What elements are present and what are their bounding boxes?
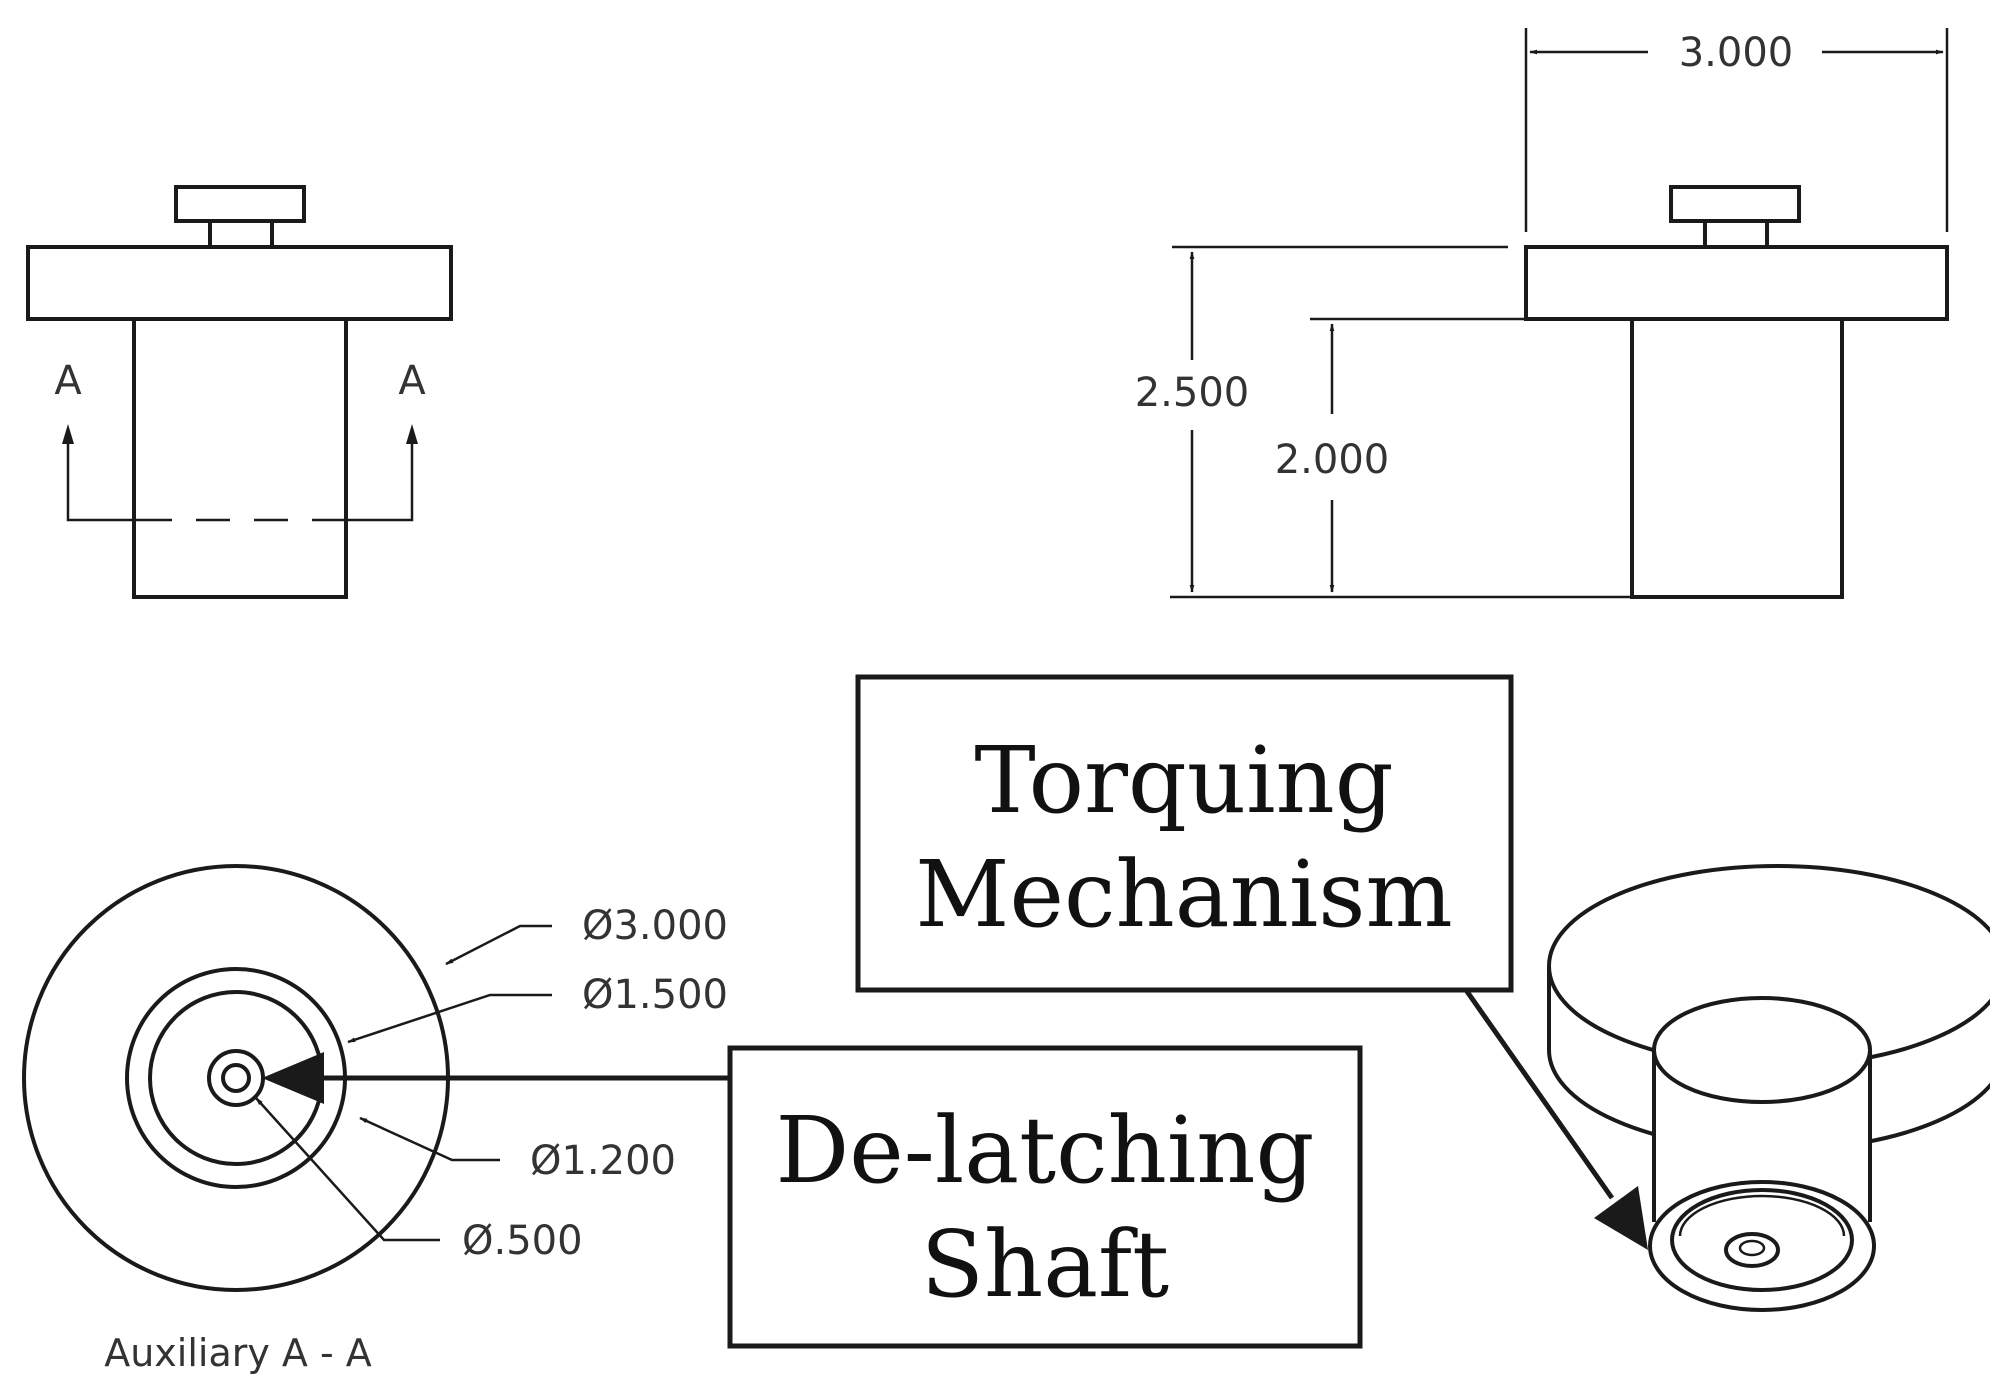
dia-body-label: Ø1.500 xyxy=(582,972,728,1018)
dia-outer-label: Ø3.000 xyxy=(582,903,728,949)
iso-body-bottom xyxy=(1648,1180,1876,1312)
dia-bore-label: Ø1.200 xyxy=(530,1138,676,1184)
width-dimension xyxy=(1524,28,1949,232)
isometric-view xyxy=(1547,864,1990,1312)
section-label-right: A xyxy=(398,358,426,404)
front-knob-cap xyxy=(174,185,306,223)
overall-height-value: 2.500 xyxy=(1135,370,1250,416)
side-body xyxy=(1630,317,1844,599)
torquing-pointer-line xyxy=(1463,988,1615,1200)
iso-shaft xyxy=(1724,1232,1780,1268)
torquing-callout: Torquing Mechanism xyxy=(855,674,1648,1250)
front-knob-stem xyxy=(208,219,274,249)
torquing-box xyxy=(855,674,1514,993)
section-arrow-left xyxy=(62,424,74,444)
side-flange xyxy=(1524,245,1949,321)
leader-dia-shaft xyxy=(255,1097,440,1242)
leader-dia-body xyxy=(347,993,552,1044)
front-flange xyxy=(26,245,453,321)
overall-height-dimension xyxy=(1170,245,1632,599)
body-height-dimension xyxy=(1310,317,1526,593)
shaft-circle xyxy=(207,1049,265,1107)
front-body xyxy=(132,317,348,599)
section-arrow-right xyxy=(406,424,418,444)
section-label-left: A xyxy=(54,358,82,404)
torquing-label-line2: Mechanism xyxy=(915,841,1452,948)
delatching-label-line2: Shaft xyxy=(921,1211,1169,1318)
auxiliary-caption: Auxiliary A - A xyxy=(104,1331,372,1375)
delatching-pointer-arrow xyxy=(262,1052,324,1104)
shaft-inner-circle xyxy=(221,1063,251,1093)
width-dimension-value: 3.000 xyxy=(1679,30,1794,76)
iso-bore xyxy=(1670,1188,1854,1292)
delatching-label-line1: De-latching xyxy=(776,1097,1315,1204)
auxiliary-view: Ø3.000 Ø1.500 Ø1.200 Ø.500 Auxiliary A -… xyxy=(22,864,728,1375)
side-view: 3.000 2.500 2.000 xyxy=(1135,28,1949,599)
torquing-pointer-arrow xyxy=(1594,1186,1648,1250)
body-height-value: 2.000 xyxy=(1275,437,1390,483)
delatching-callout: De-latching Shaft xyxy=(262,1045,1363,1349)
front-view: A A xyxy=(26,185,453,599)
side-knob-cap xyxy=(1669,185,1801,223)
side-knob-stem xyxy=(1703,219,1769,249)
torquing-label-line1: Torquing xyxy=(974,727,1393,834)
section-line-a-a xyxy=(62,424,418,522)
leader-dia-bore xyxy=(359,1116,500,1162)
delatching-box xyxy=(727,1045,1363,1349)
dia-shaft-label: Ø.500 xyxy=(462,1218,583,1264)
leader-dia-outer xyxy=(445,924,552,966)
